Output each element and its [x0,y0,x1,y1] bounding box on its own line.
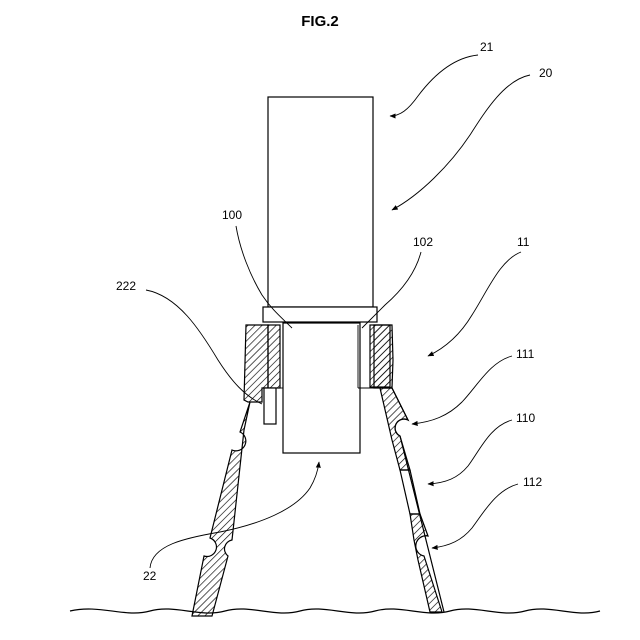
outer-wall-right-lower [410,514,442,612]
leader-110 [428,420,512,484]
leader-21 [390,55,478,116]
inner-sleeve-left [268,325,280,388]
label-21: 21 [480,40,494,54]
inner-sleeve-right [370,325,390,387]
label-112: 112 [523,475,542,489]
break-line [70,609,600,613]
inner-stem [283,323,360,453]
label-222: 222 [116,279,136,293]
outer-wall-right-outline [392,388,444,612]
upper-body [268,97,373,307]
label-11: 11 [517,235,530,249]
label-102: 102 [413,235,433,249]
label-20: 20 [539,66,553,80]
figure-title: FIG.2 [301,13,339,30]
leader-11 [428,252,521,356]
upper-body-flange [263,307,377,322]
leader-111 [412,356,512,424]
leader-112 [432,484,518,548]
label-100: 100 [222,208,242,222]
tab-222 [264,388,276,424]
label-22: 22 [143,569,157,583]
leader-20 [392,75,530,210]
label-111: 111 [516,347,535,361]
outer-wall-left [192,325,268,616]
label-110: 110 [516,411,535,425]
